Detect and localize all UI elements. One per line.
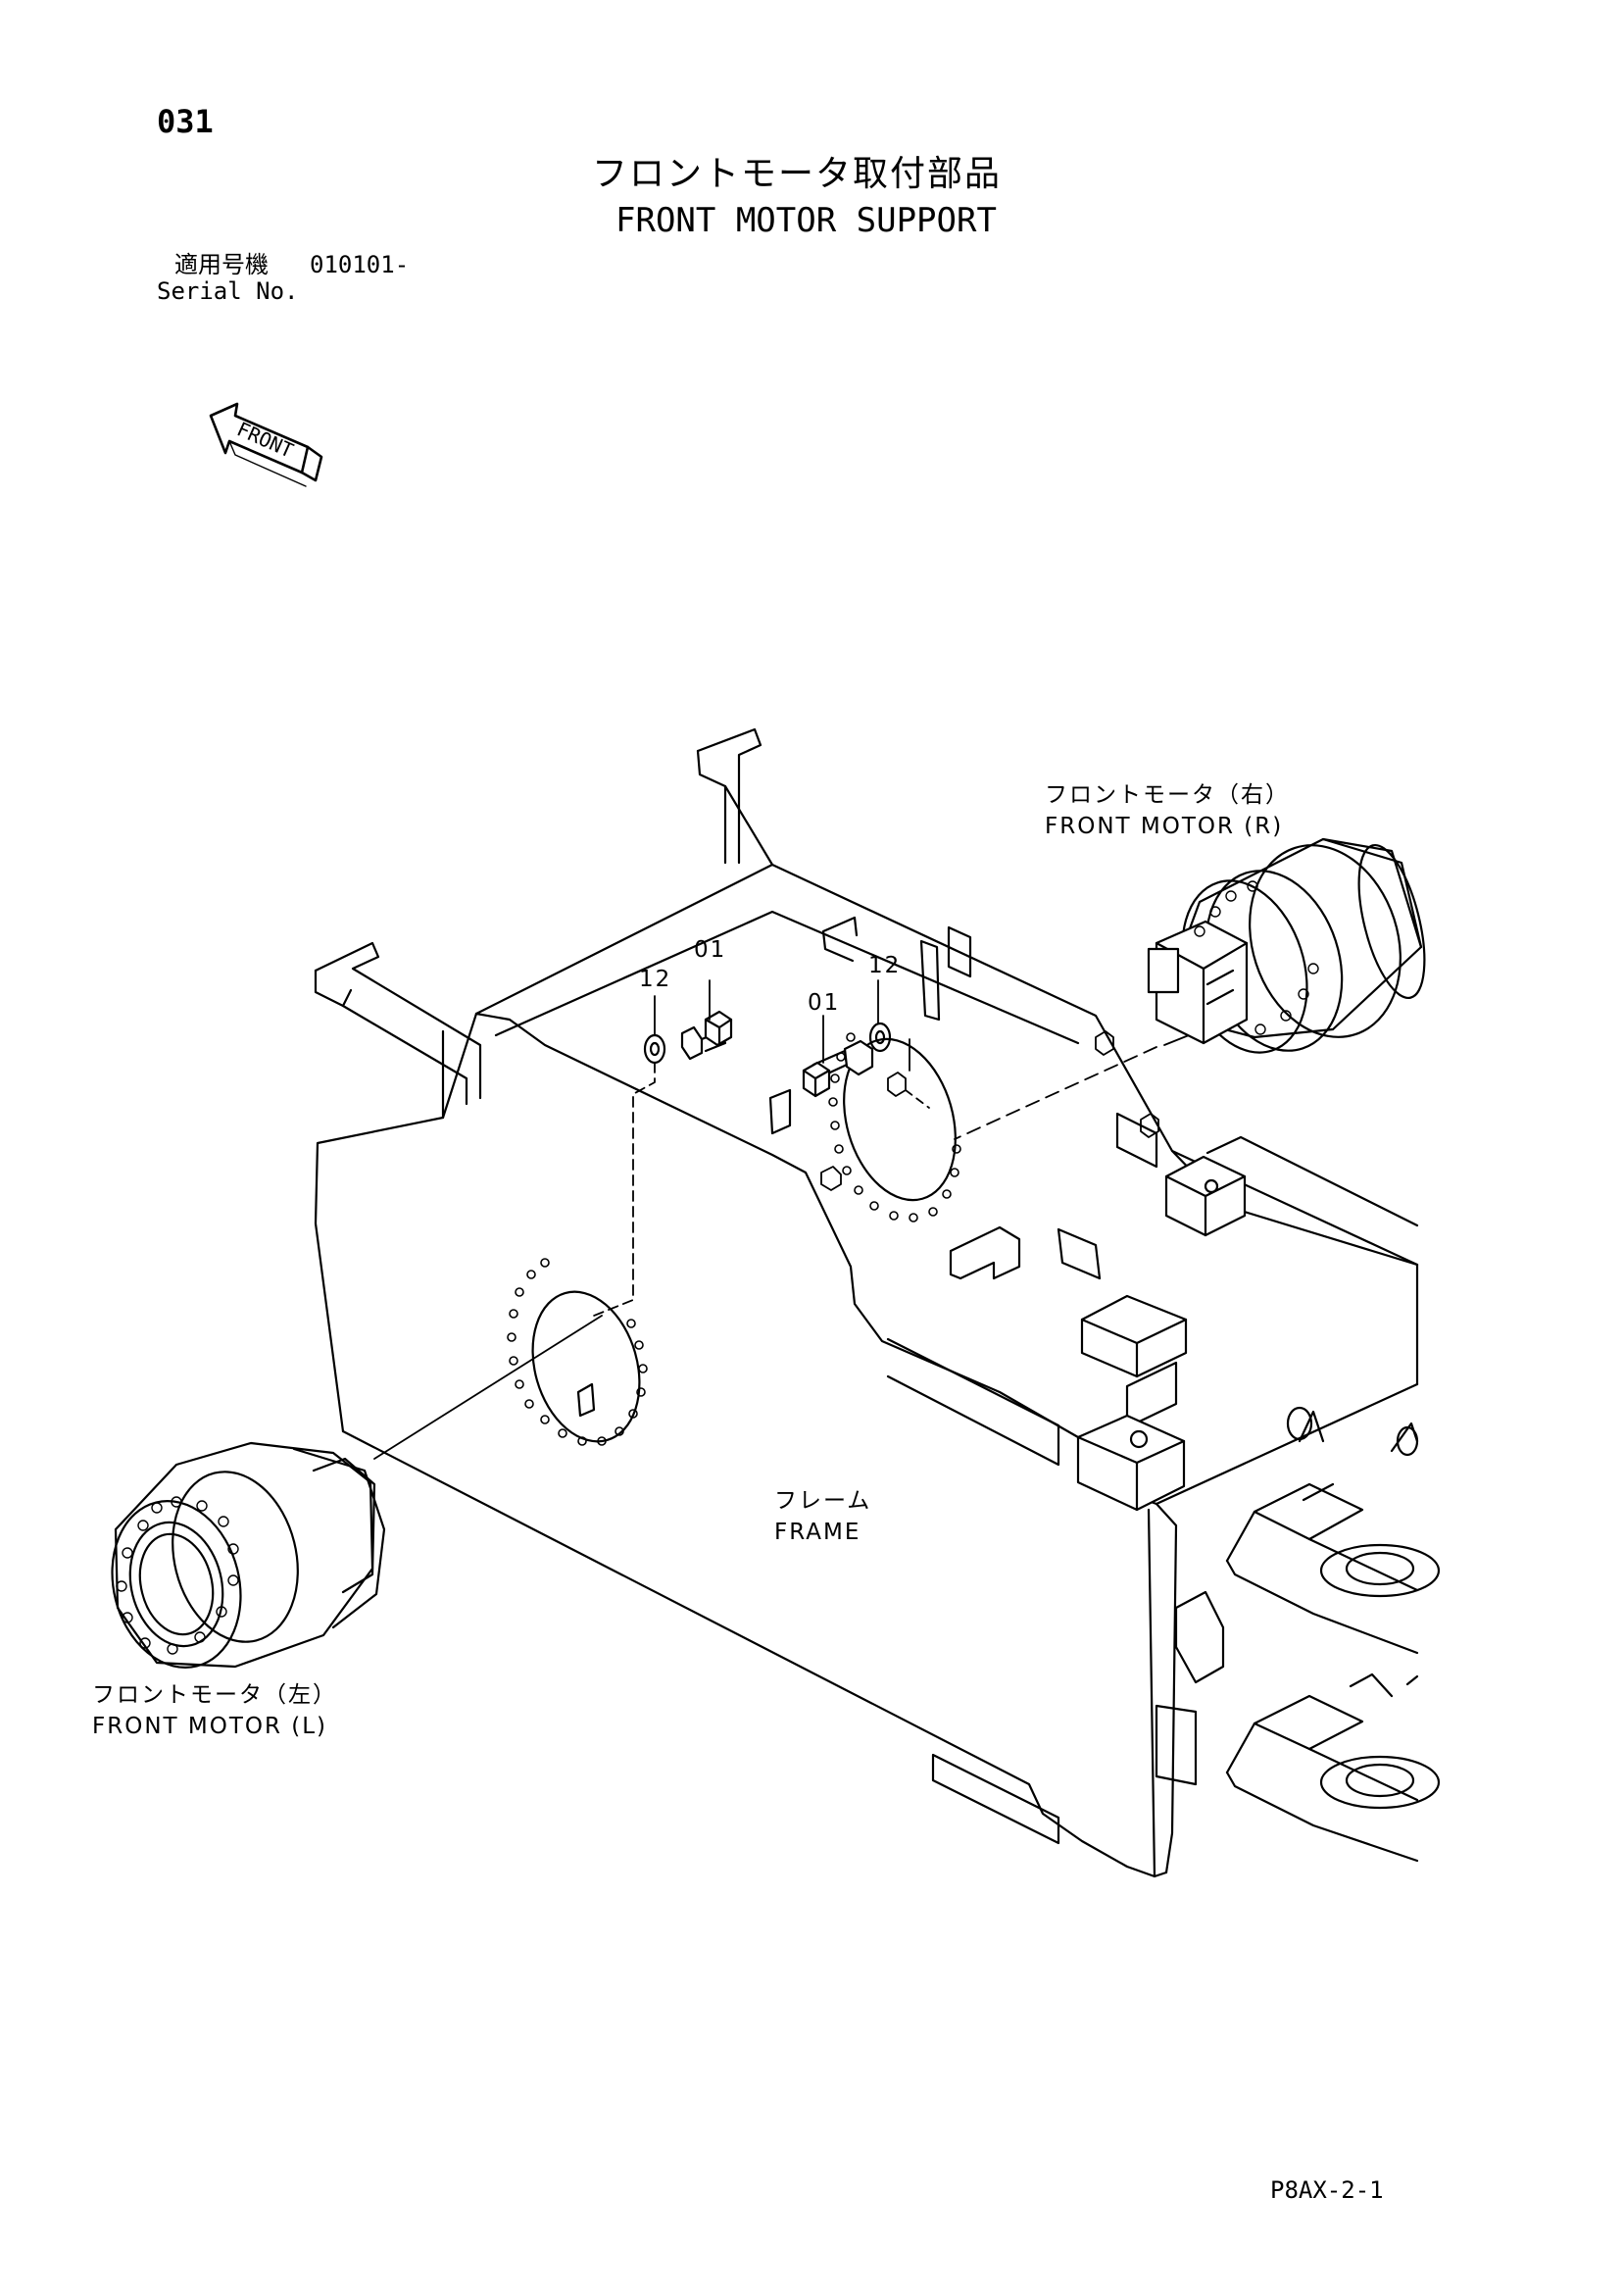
label-front-motor-r-jp: フロントモータ（右） [1045, 782, 1290, 808]
bolt-01-right [802, 1039, 874, 1098]
title-japanese: フロントモータ取付部品 [592, 154, 1003, 194]
assembly-lines [373, 979, 1205, 1460]
page-number: 031 [157, 103, 214, 140]
callout-washer-12-left: 12 [639, 967, 672, 992]
title-english: FRONT MOTOR SUPPORT [615, 201, 997, 240]
frame-bracket-right [1225, 1406, 1441, 1863]
washer-12-left [643, 1033, 666, 1065]
serial-value: 010101- [310, 251, 410, 278]
label-front-motor-l-jp: フロントモータ（左） [92, 1682, 337, 1708]
label-front-motor-l-en: FRONT MOTOR (L) [92, 1714, 328, 1739]
nuts [820, 1030, 1159, 1191]
front-motor-left [111, 1441, 386, 1669]
frame-body [314, 727, 1419, 1878]
callout-bolt-01-right: 01 [808, 990, 841, 1016]
serial-label-japanese: 適用号機 [174, 251, 269, 278]
motor-mount-ring-left [507, 1258, 648, 1446]
drawing-code: P8AX-2-1 [1270, 2176, 1384, 2204]
callout-washer-12-right: 12 [868, 953, 902, 978]
front-motor-right [1147, 837, 1426, 1054]
washer-12-right [868, 1022, 892, 1053]
serial-label-english: Serial No. [157, 277, 299, 305]
label-front-motor-r-en: FRONT MOTOR (R) [1045, 814, 1284, 839]
callout-bolt-01-left: 01 [694, 937, 727, 963]
bolt-01-left [680, 1010, 733, 1061]
front-arrow-icon: FRONT [209, 402, 323, 487]
label-frame-jp: フレーム [774, 1488, 872, 1514]
label-frame-en: FRAME [774, 1520, 861, 1545]
